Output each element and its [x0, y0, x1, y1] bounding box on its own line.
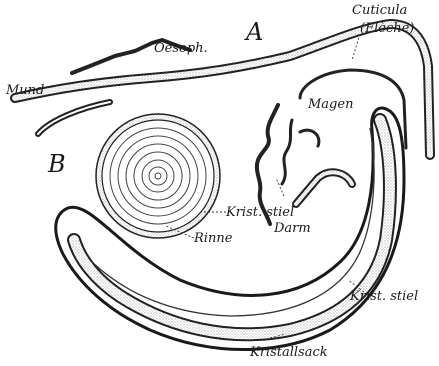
mouth-lower-lip: [38, 102, 110, 134]
label-cuticula: Cuticula: [352, 4, 407, 17]
panel-label-b: B: [48, 152, 66, 176]
label-darm: Darm: [274, 222, 311, 235]
label-krist-stiel-b: Krist. stiel: [226, 206, 294, 219]
panel-label-a: A: [246, 20, 263, 44]
label-rinne: Rinne: [194, 232, 232, 245]
label-mund: Mund: [6, 84, 44, 97]
gut-tube: [15, 24, 430, 155]
label-fleche: (Flèche): [360, 22, 414, 35]
label-magen: Magen: [308, 98, 353, 111]
label-oesophagus: Oesoph.: [154, 42, 208, 55]
label-krist-stiel-a: Krist. stiel: [350, 290, 418, 303]
label-kristallsack: Kristallsack: [250, 346, 328, 359]
crystal-style-cross-section: [96, 114, 220, 238]
